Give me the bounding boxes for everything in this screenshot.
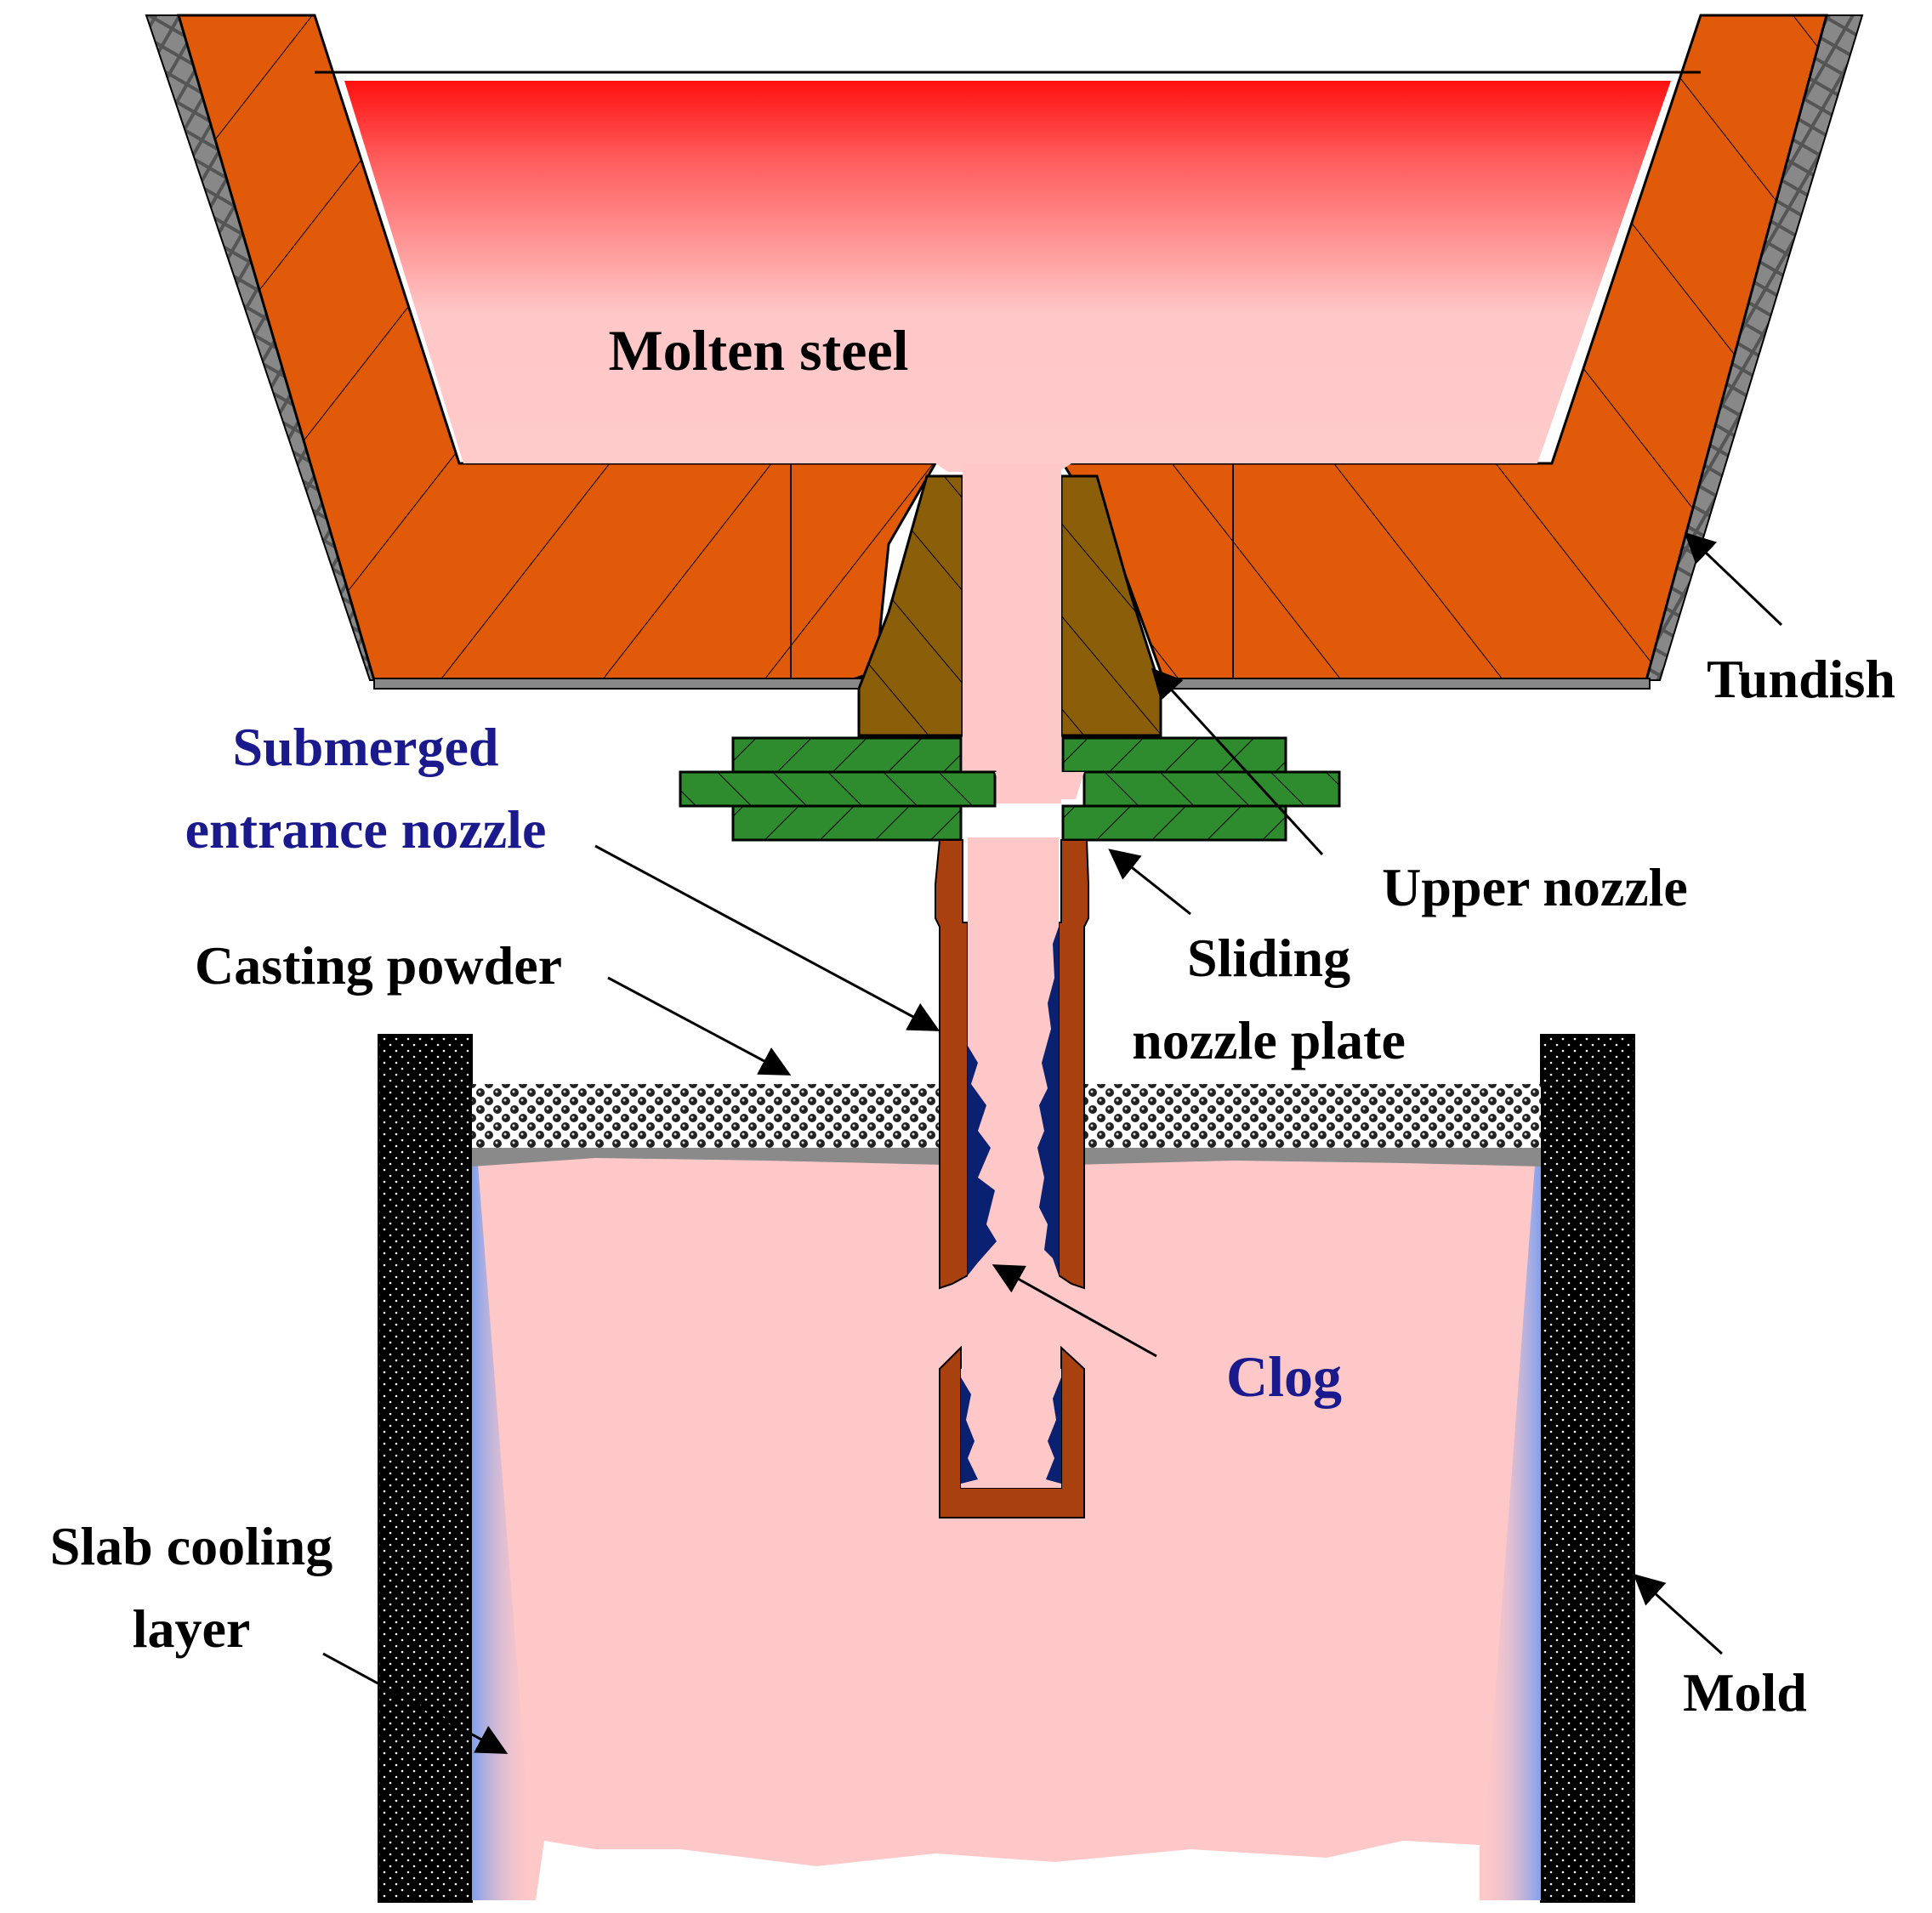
sen-upper-right-wall <box>1058 839 1089 1290</box>
sliding-nozzle-plate <box>679 736 1341 842</box>
label-molten-steel: Molten steel <box>608 318 908 383</box>
tundish-leader <box>1684 531 1783 627</box>
sliding-plate-mid-right <box>1082 770 1341 808</box>
label-slab-cooling-line1: Slab cooling <box>50 1516 333 1576</box>
label-upper-nozzle: Upper nozzle <box>1382 857 1688 917</box>
molten-steel-mold <box>472 1156 1541 1900</box>
sliding-plate-leader <box>1108 849 1191 916</box>
sliding-plate-mid-left <box>679 770 997 808</box>
upper-nozzle-leader <box>1151 667 1324 856</box>
slab-cooling-layer-left <box>472 1165 536 1900</box>
label-clog: Clog <box>1226 1344 1342 1409</box>
sliding-plate-bottom-right <box>1061 804 1287 842</box>
sen-leader <box>594 844 940 1031</box>
mold-leader <box>1633 1573 1724 1655</box>
casting-powder-left <box>472 1084 944 1148</box>
leader-lines <box>322 531 1783 1754</box>
casting-powder-leader <box>607 976 792 1076</box>
sliding-plate-bottom-left <box>731 804 963 842</box>
clog-deposit-right-upper <box>1037 927 1059 1275</box>
label-sliding-plate-line1: Sliding <box>1187 928 1350 988</box>
label-mold: Mold <box>1683 1662 1807 1723</box>
label-casting-powder: Casting powder <box>195 935 562 996</box>
casting-powder-right <box>1070 1084 1541 1148</box>
slab-cooling-leader <box>322 1652 509 1754</box>
submerged-entrance-nozzle <box>935 837 1089 1290</box>
clog-deposit-left-upper <box>968 1046 997 1275</box>
mold-wall-right <box>1540 1034 1635 1903</box>
slag-layer-left <box>472 1148 944 1167</box>
label-sen-line1: Submerged <box>233 717 499 777</box>
sen-lower-cup <box>939 1345 1085 1518</box>
clog-deposit-left-lower <box>961 1377 978 1484</box>
clog-leader <box>992 1264 1157 1358</box>
molten-steel-tundish <box>344 81 1671 472</box>
molten-steel-channel <box>963 463 1061 803</box>
label-sen-line2: entrance nozzle <box>185 799 547 860</box>
sliding-plate-top-right <box>1061 736 1287 774</box>
label-tundish: Tundish <box>1707 649 1895 709</box>
label-slab-cooling-line2: layer <box>133 1598 251 1659</box>
sliding-plate-top-left <box>731 736 963 774</box>
mold-wall-left <box>378 1034 473 1903</box>
label-sliding-plate-line2: nozzle plate <box>1132 1010 1406 1070</box>
sen-upper-left-wall <box>935 839 969 1290</box>
slag-layer-right <box>1070 1148 1541 1167</box>
labels: Molten steel Tundish Upper nozzle Slidin… <box>50 318 1895 1723</box>
slab-cooling-layer-right <box>1480 1165 1541 1900</box>
clog-deposit-right-lower <box>1046 1377 1061 1484</box>
